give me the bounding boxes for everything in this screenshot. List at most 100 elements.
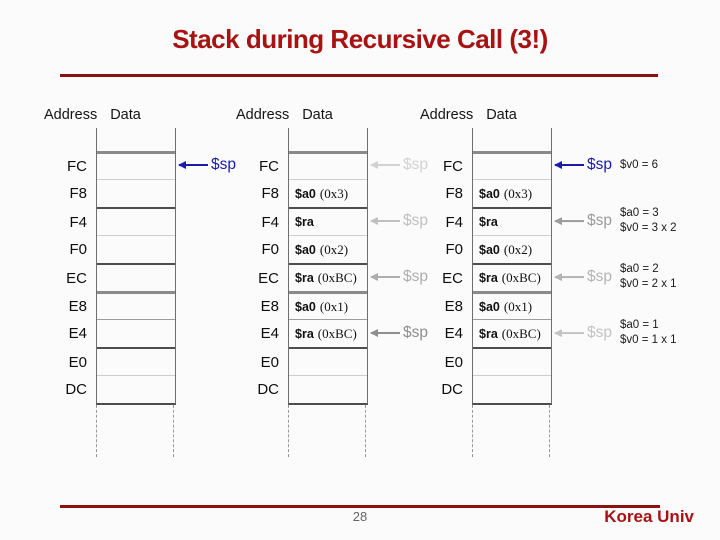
stack-during-recursion: Address Data FC F8 $a0(0x3) F4 $ra F0 $a… <box>236 107 428 457</box>
data-column-header: Data <box>486 107 517 123</box>
stack-row: F4 $ra <box>261 207 367 235</box>
sp-register-label: $sp <box>403 212 428 229</box>
left-arrow-icon <box>555 332 584 334</box>
left-arrow-icon <box>371 332 400 334</box>
register-note: $a0 = 2 $v0 = 2 x 1 <box>620 263 677 290</box>
sp-register-label: $sp <box>587 324 612 341</box>
left-arrow-icon <box>371 220 400 222</box>
cell-value: $ra(0xBC) <box>295 270 357 285</box>
address-label: E0 <box>444 353 463 371</box>
sp-register-label: $sp <box>211 156 236 173</box>
stack-row: E0 <box>445 347 551 375</box>
sp-pointer: $sp $a0 = 3 $v0 = 3 x 2 <box>555 206 677 236</box>
stack-unwinding-returns: Address Data FC F8 $a0(0x3) F4 $ra F0 $a… <box>420 107 677 457</box>
stack-row: F0 <box>69 235 175 263</box>
address-label: F8 <box>261 185 279 202</box>
column-headers: Address Data <box>420 107 517 123</box>
address-label: F0 <box>445 241 463 258</box>
stack-row: F8 <box>69 179 175 207</box>
sp-pointer: $sp $a0 = 1 $v0 = 1 x 1 <box>555 318 677 348</box>
sp-pointer: $sp <box>371 324 428 342</box>
footer-brand: Korea Univ <box>604 507 694 526</box>
sp-pointer: $sp <box>371 268 428 286</box>
cell-value: $a0(0x3) <box>295 185 349 201</box>
address-label: EC <box>66 269 87 287</box>
cell-value: $ra(0xBC) <box>479 325 541 341</box>
address-label: F4 <box>445 213 463 231</box>
address-label: E8 <box>260 298 279 315</box>
cell-value: $a0(0x2) <box>479 241 533 257</box>
address-label: E4 <box>68 325 87 342</box>
cell-value: $a0(0x1) <box>295 298 349 314</box>
address-label: FC <box>443 158 463 175</box>
address-label: E0 <box>260 353 279 371</box>
stack-row: F4 <box>69 207 175 235</box>
stack-open-top <box>289 128 367 151</box>
stack-row: FC <box>67 151 175 179</box>
slide-title: Stack during Recursive Call (3!) <box>172 24 548 54</box>
column-headers: Address Data <box>44 107 141 123</box>
cell-value: $ra(0xBC) <box>295 325 357 341</box>
left-arrow-icon <box>371 276 400 278</box>
left-arrow-icon <box>179 164 208 166</box>
register-note: $v0 = 6 <box>620 158 659 171</box>
stack-before-call: Address Data FC F8 F4 F0 EC E8 E4 E0 DC … <box>44 107 236 457</box>
stack-row: DC <box>257 375 367 403</box>
left-arrow-icon <box>555 220 584 222</box>
sp-pointer: $sp <box>371 212 428 230</box>
address-label: DC <box>441 381 463 398</box>
title-rule <box>60 74 658 77</box>
stack-row: E0 <box>261 347 367 375</box>
address-label: E8 <box>444 298 463 315</box>
stack-continuation <box>96 405 174 457</box>
address-label: FC <box>259 158 279 175</box>
stack-row: F8 $a0(0x3) <box>445 179 551 207</box>
column-headers: Address Data <box>236 107 333 123</box>
address-column-header: Address <box>420 107 474 123</box>
address-label: E8 <box>68 298 87 315</box>
stack-row: EC $ra(0xBC) <box>442 263 551 291</box>
sp-register-label: $sp <box>403 324 428 341</box>
stack-row: F4 $ra <box>445 207 551 235</box>
address-label: F0 <box>261 241 279 258</box>
stack-continuation <box>288 405 366 457</box>
address-label: E4 <box>444 325 463 342</box>
stack-box: FC F8 $a0(0x3) F4 $ra F0 $a0(0x2) EC $ra… <box>257 128 368 405</box>
cell-value: $a0(0x3) <box>479 185 533 201</box>
address-label: F8 <box>445 185 463 202</box>
stack-box: FC F8 $a0(0x3) F4 $ra F0 $a0(0x2) EC $ra… <box>441 128 552 405</box>
stack-open-top <box>473 128 551 151</box>
stack-row: E4 <box>69 319 175 347</box>
cell-value: $ra <box>479 215 498 229</box>
address-label: DC <box>65 381 87 398</box>
sp-register-label: $sp <box>587 268 612 285</box>
sp-pointer: $sp <box>371 156 428 174</box>
address-label: EC <box>442 269 463 287</box>
stack-row: E4 $ra(0xBC) <box>445 319 551 347</box>
address-label: F4 <box>69 213 87 231</box>
stack-continuation <box>472 405 550 457</box>
stack-row: E8 <box>69 291 175 319</box>
cell-value: $ra(0xBC) <box>479 270 541 285</box>
data-column-header: Data <box>302 107 333 123</box>
stack-row: E8 $a0(0x1) <box>445 291 551 319</box>
left-arrow-icon <box>555 276 584 278</box>
stack-row: F0 $a0(0x2) <box>261 235 367 263</box>
address-label: F0 <box>69 241 87 258</box>
address-label: E4 <box>260 325 279 342</box>
stack-row: F0 $a0(0x2) <box>445 235 551 263</box>
stack-row: FC <box>443 151 551 179</box>
stack-row: DC <box>65 375 175 403</box>
stack-row: DC <box>441 375 551 403</box>
stack-row: EC $ra(0xBC) <box>258 263 367 291</box>
sp-register-label: $sp <box>403 156 428 173</box>
sp-register-label: $sp <box>403 268 428 285</box>
page-number: 28 <box>352 509 368 524</box>
sp-pointer: $sp $a0 = 2 $v0 = 2 x 1 <box>555 262 677 292</box>
stack-open-top <box>97 128 175 151</box>
footer-rule <box>60 505 660 508</box>
address-label: EC <box>258 269 279 287</box>
stack-row: FC <box>259 151 367 179</box>
address-label: F8 <box>69 185 87 202</box>
